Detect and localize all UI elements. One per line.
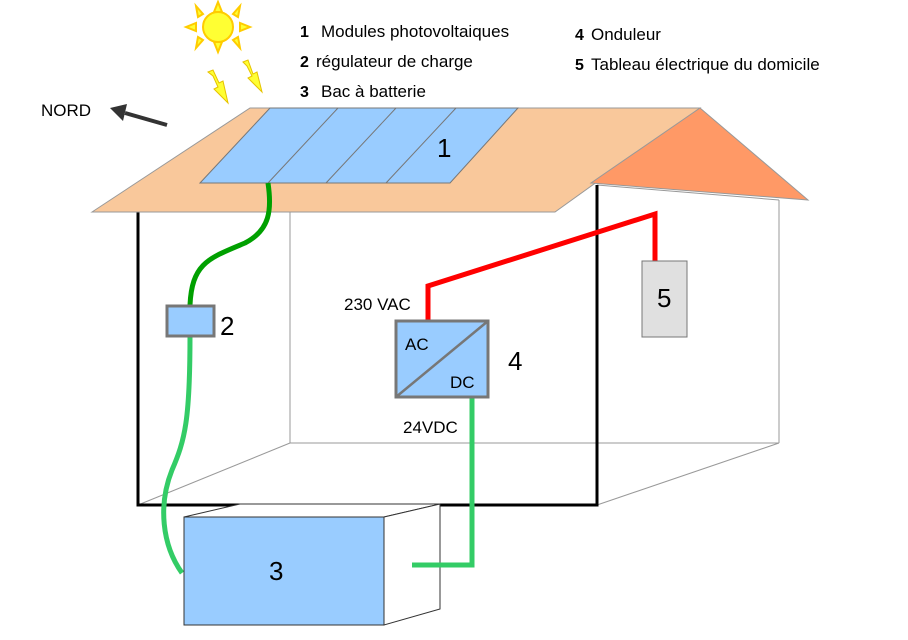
legend-item-4-num: 4 — [575, 27, 584, 44]
voltage-ac-label: 230 VAC — [344, 295, 411, 314]
roof-side — [589, 107, 810, 201]
legend-item-5-num: 5 — [575, 57, 584, 74]
electrical-panel-board — [641, 260, 688, 338]
marker-panels: 1 — [437, 133, 451, 163]
compass-label: NORD — [41, 101, 91, 120]
legend-item-4-text: Onduleur — [591, 25, 661, 44]
legend-item-1-text: Modules photovoltaiques — [321, 22, 509, 41]
marker-panel-board: 5 — [657, 283, 671, 313]
battery-box — [183, 503, 441, 626]
legend-item-1-num: 1 — [300, 24, 309, 41]
legend-item-2-num: 2 — [300, 54, 309, 71]
ac-wire-inverter-to-panelboard — [425, 210, 658, 321]
dc-wire-battery-to-inverter — [412, 397, 475, 568]
inverter-dc-label: DC — [450, 373, 475, 392]
sunlight-arrows — [207, 59, 263, 105]
sun-icon — [183, 0, 253, 55]
house-interior-lines — [137, 184, 780, 506]
legend-item-2-text: régulateur de charge — [316, 52, 473, 71]
dc-wire-panels-to-regulator — [187, 182, 273, 306]
marker-battery: 3 — [269, 556, 283, 586]
inverter — [394, 319, 490, 399]
marker-inverter: 4 — [508, 346, 522, 376]
marker-regulator: 2 — [220, 311, 234, 341]
dc-wire-regulator-to-battery — [161, 335, 193, 575]
inverter-ac-label: AC — [405, 335, 429, 354]
charge-regulator — [165, 304, 216, 338]
north-arrow-icon — [110, 104, 168, 127]
solar-panels — [198, 107, 520, 184]
legend-item-5-text: Tableau électrique du domicile — [591, 55, 820, 74]
legend-item-3-text: Bac à batterie — [321, 82, 426, 101]
house-front-wall — [136, 185, 599, 507]
legend-item-3-num: 3 — [300, 84, 309, 101]
legend: 1 Modules photovoltaiques 2 régulateur d… — [300, 22, 820, 101]
voltage-dc-label: 24VDC — [403, 418, 458, 437]
